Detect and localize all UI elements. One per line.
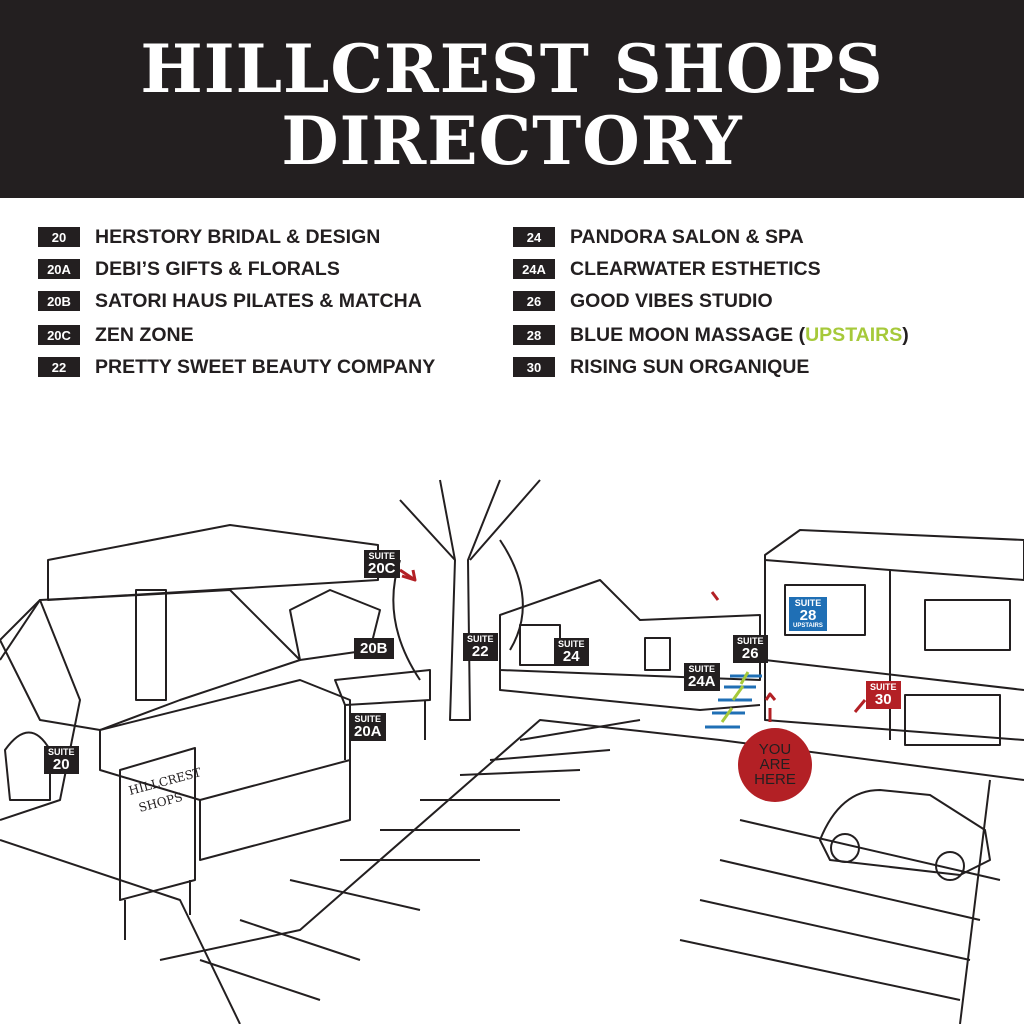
shop-name: PRETTY SWEET BEAUTY COMPANY [95, 355, 436, 378]
suite-badge: 22 [38, 357, 80, 377]
suite-badge: 24 [513, 227, 555, 247]
directory-item: 24 PANDORA SALON & SPA [513, 226, 804, 248]
directory-item: 22 PRETTY SWEET BEAUTY COMPANY [38, 356, 435, 378]
shop-name: SATORI HAUS PILATES & MATCHA [95, 289, 422, 312]
directory-item: 26 GOOD VIBES STUDIO [513, 290, 773, 312]
shop-name: GOOD VIBES STUDIO [570, 289, 773, 312]
shop-name: RISING SUN ORGANIQUE [570, 355, 810, 378]
directory-item: 20A DEBI’S GIFTS & FLORALS [38, 258, 340, 280]
suite-badge: 20A [38, 259, 80, 279]
directory-item: 20C ZEN ZONE [38, 324, 194, 346]
suite-badge: 20 [38, 227, 80, 247]
title-line-2: DIRECTORY [281, 102, 743, 180]
shop-name: HERSTORY BRIDAL & DESIGN [95, 225, 381, 248]
directory-item: 24A CLEARWATER ESTHETICS [513, 258, 821, 280]
shop-name: BLUE MOON MASSAGE (UPSTAIRS) [570, 323, 909, 346]
suite-badge: 20C [38, 325, 80, 345]
directory-item: 30 RISING SUN ORGANIQUE [513, 356, 809, 378]
suite-badge: 28 [513, 325, 555, 345]
suite-badge: 24A [513, 259, 555, 279]
shop-name: PANDORA SALON & SPA [570, 225, 804, 248]
directory-item: 20 HERSTORY BRIDAL & DESIGN [38, 226, 380, 248]
shopping-center-map-illustration: HILLCREST SHOPS [0, 479, 1024, 1024]
suite-badge: 20B [38, 291, 80, 311]
suite-badge: 26 [513, 291, 555, 311]
suite-20b-label: 20B [354, 638, 394, 659]
shop-name: DEBI’S GIFTS & FLORALS [95, 257, 340, 280]
suite-badge: 30 [513, 357, 555, 377]
directory-item: 28 BLUE MOON MASSAGE (UPSTAIRS) [513, 324, 909, 346]
header: HILLCREST SHOPS DIRECTORY [0, 0, 1024, 198]
shop-name: CLEARWATER ESTHETICS [570, 257, 821, 280]
upstairs-note: UPSTAIRS [805, 323, 903, 346]
shop-name: ZEN ZONE [95, 323, 194, 346]
directory-item: 20B SATORI HAUS PILATES & MATCHA [38, 290, 422, 312]
title-line-1: HILLCREST SHOPS [140, 30, 884, 108]
